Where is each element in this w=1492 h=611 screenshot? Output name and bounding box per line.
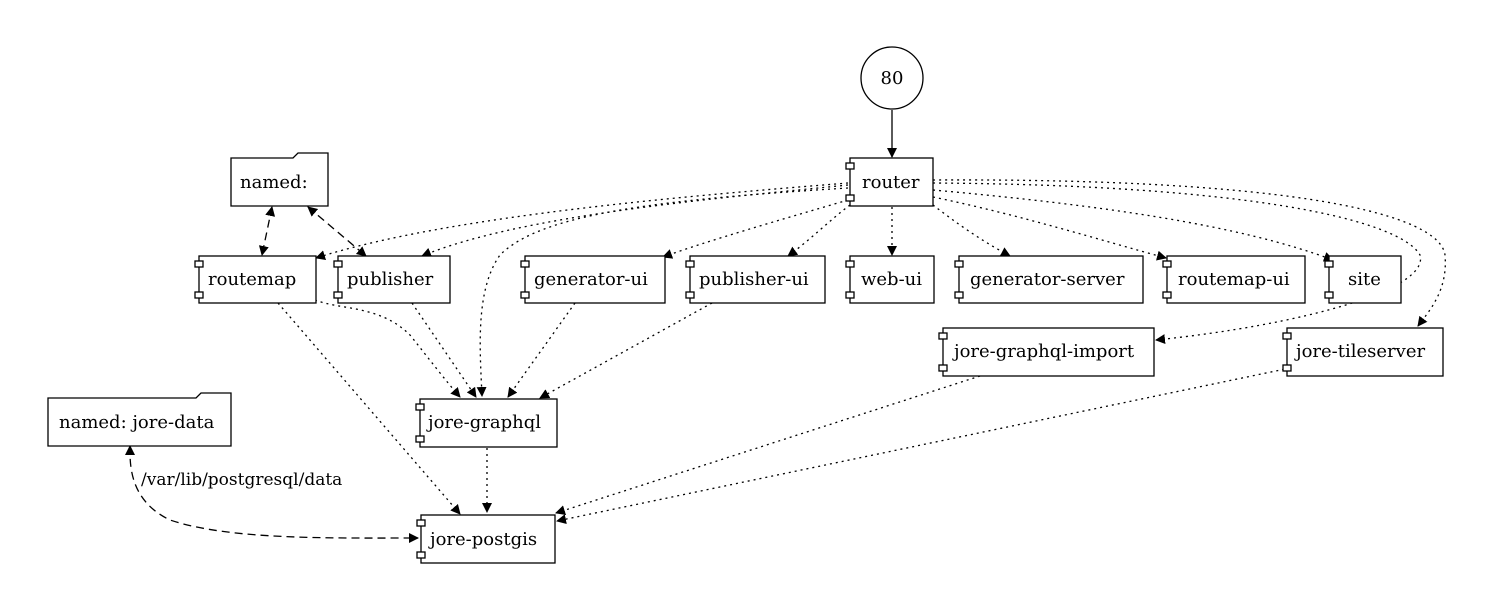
port-circle bbox=[860, 46, 924, 110]
edge-router-jore-graphql bbox=[476, 187, 849, 397]
component-port-icon bbox=[1282, 364, 1292, 372]
folder-icon bbox=[230, 152, 329, 207]
component-port-icon bbox=[415, 435, 425, 443]
nodes: 80 router named: routemap publisher bbox=[47, 46, 1444, 564]
component-port-icon bbox=[194, 260, 204, 268]
component-port-icon bbox=[954, 291, 964, 299]
component-port-icon bbox=[954, 260, 964, 268]
publisher-ui-label: publisher-ui bbox=[699, 269, 809, 290]
edge-routemap-jore-postgis bbox=[277, 302, 461, 515]
jore-tileserver-label: jore-tileserver bbox=[1294, 341, 1425, 362]
router-node: router bbox=[845, 157, 934, 207]
component-port-icon bbox=[845, 194, 855, 202]
jore-graphql-import-label: jore-graphql-import bbox=[952, 341, 1135, 362]
edge-router-publisher-ui bbox=[787, 204, 851, 257]
named-volume-label: named: bbox=[240, 172, 308, 193]
component-port-icon bbox=[1282, 332, 1292, 340]
publisher-ui-node: publisher-ui bbox=[685, 255, 826, 304]
jore-data-volume-label: named: jore-data bbox=[59, 412, 215, 433]
component-port-icon bbox=[685, 291, 695, 299]
jore-graphql-node: jore-graphql bbox=[415, 398, 558, 448]
site-label: site bbox=[1348, 269, 1381, 290]
component-port-icon bbox=[938, 332, 948, 340]
component-port-icon bbox=[520, 260, 530, 268]
component-port-icon bbox=[845, 291, 855, 299]
edge-jore-data-jore-postgis bbox=[124, 445, 419, 544]
edge-router-generator-server bbox=[932, 204, 1011, 257]
web-ui-node: web-ui bbox=[845, 255, 935, 304]
router-label: router bbox=[862, 172, 920, 193]
publisher-label: publisher bbox=[347, 269, 434, 290]
edge-publisher-ui-jore-graphql bbox=[539, 302, 713, 399]
component-port-icon bbox=[1324, 260, 1334, 268]
jore-postgis-label: jore-postgis bbox=[428, 529, 537, 550]
edge-router-jore-tileserver bbox=[932, 179, 1446, 327]
jore-postgis-node: jore-postgis bbox=[416, 514, 556, 564]
routemap-label: routemap bbox=[208, 269, 296, 290]
component-port-icon bbox=[333, 291, 343, 299]
generator-ui-node: generator-ui bbox=[520, 255, 666, 304]
component-port-icon bbox=[938, 364, 948, 372]
component-port-icon bbox=[685, 260, 695, 268]
jore-graphql-import-node: jore-graphql-import bbox=[938, 327, 1155, 377]
edge-tileserver-jore-postgis bbox=[556, 367, 1291, 525]
edge-publisher-jore-graphql bbox=[411, 302, 477, 398]
web-ui-label: web-ui bbox=[861, 269, 922, 290]
component-port-icon bbox=[1324, 291, 1334, 299]
folder-icon bbox=[47, 392, 232, 447]
edge-named-routemap bbox=[258, 206, 276, 256]
edges: /var/lib/postgresql/data bbox=[124, 110, 1446, 544]
component-port-icon bbox=[416, 551, 426, 559]
edge-router-routemap bbox=[315, 182, 849, 261]
jore-tileserver-node: jore-tileserver bbox=[1282, 327, 1444, 377]
edge-graphql-import-jore-postgis bbox=[555, 375, 981, 515]
named-volume-node: named: bbox=[230, 152, 329, 207]
mount-path-label: /var/lib/postgresql/data bbox=[141, 470, 342, 490]
component-port-icon bbox=[520, 291, 530, 299]
component-port-icon bbox=[333, 260, 343, 268]
component-port-icon bbox=[845, 162, 855, 170]
edge-generator-ui-jore-graphql bbox=[507, 302, 576, 398]
routemap-ui-node: routemap-ui bbox=[1162, 255, 1306, 304]
generator-server-label: generator-server bbox=[970, 269, 1125, 290]
jore-graphql-label: jore-graphql bbox=[426, 412, 541, 433]
port-node: 80 bbox=[860, 46, 924, 110]
component-port-icon bbox=[415, 403, 425, 411]
component-port-icon bbox=[1162, 291, 1172, 299]
edge-router-jore-graphql-import bbox=[932, 182, 1422, 345]
edge-router-site bbox=[932, 189, 1334, 262]
jore-data-volume-node: named: jore-data bbox=[47, 392, 232, 447]
edge-routemap-jore-graphql bbox=[314, 299, 461, 398]
component-port-icon bbox=[845, 260, 855, 268]
publisher-node: publisher bbox=[333, 255, 451, 304]
edge-router-routemap-ui bbox=[932, 196, 1167, 261]
generator-server-node: generator-server bbox=[954, 255, 1144, 304]
routemap-node: routemap bbox=[194, 255, 317, 304]
routemap-ui-label: routemap-ui bbox=[1178, 269, 1290, 290]
component-port-icon bbox=[416, 519, 426, 527]
port-label: 80 bbox=[881, 68, 904, 89]
component-port-icon bbox=[194, 291, 204, 299]
edge-router-publisher bbox=[421, 184, 849, 258]
edge-named-publisher bbox=[307, 206, 367, 257]
generator-ui-label: generator-ui bbox=[534, 269, 648, 290]
site-node: site bbox=[1324, 255, 1402, 304]
component-port-icon bbox=[1162, 260, 1172, 268]
edge-router-generator-ui bbox=[662, 199, 849, 259]
